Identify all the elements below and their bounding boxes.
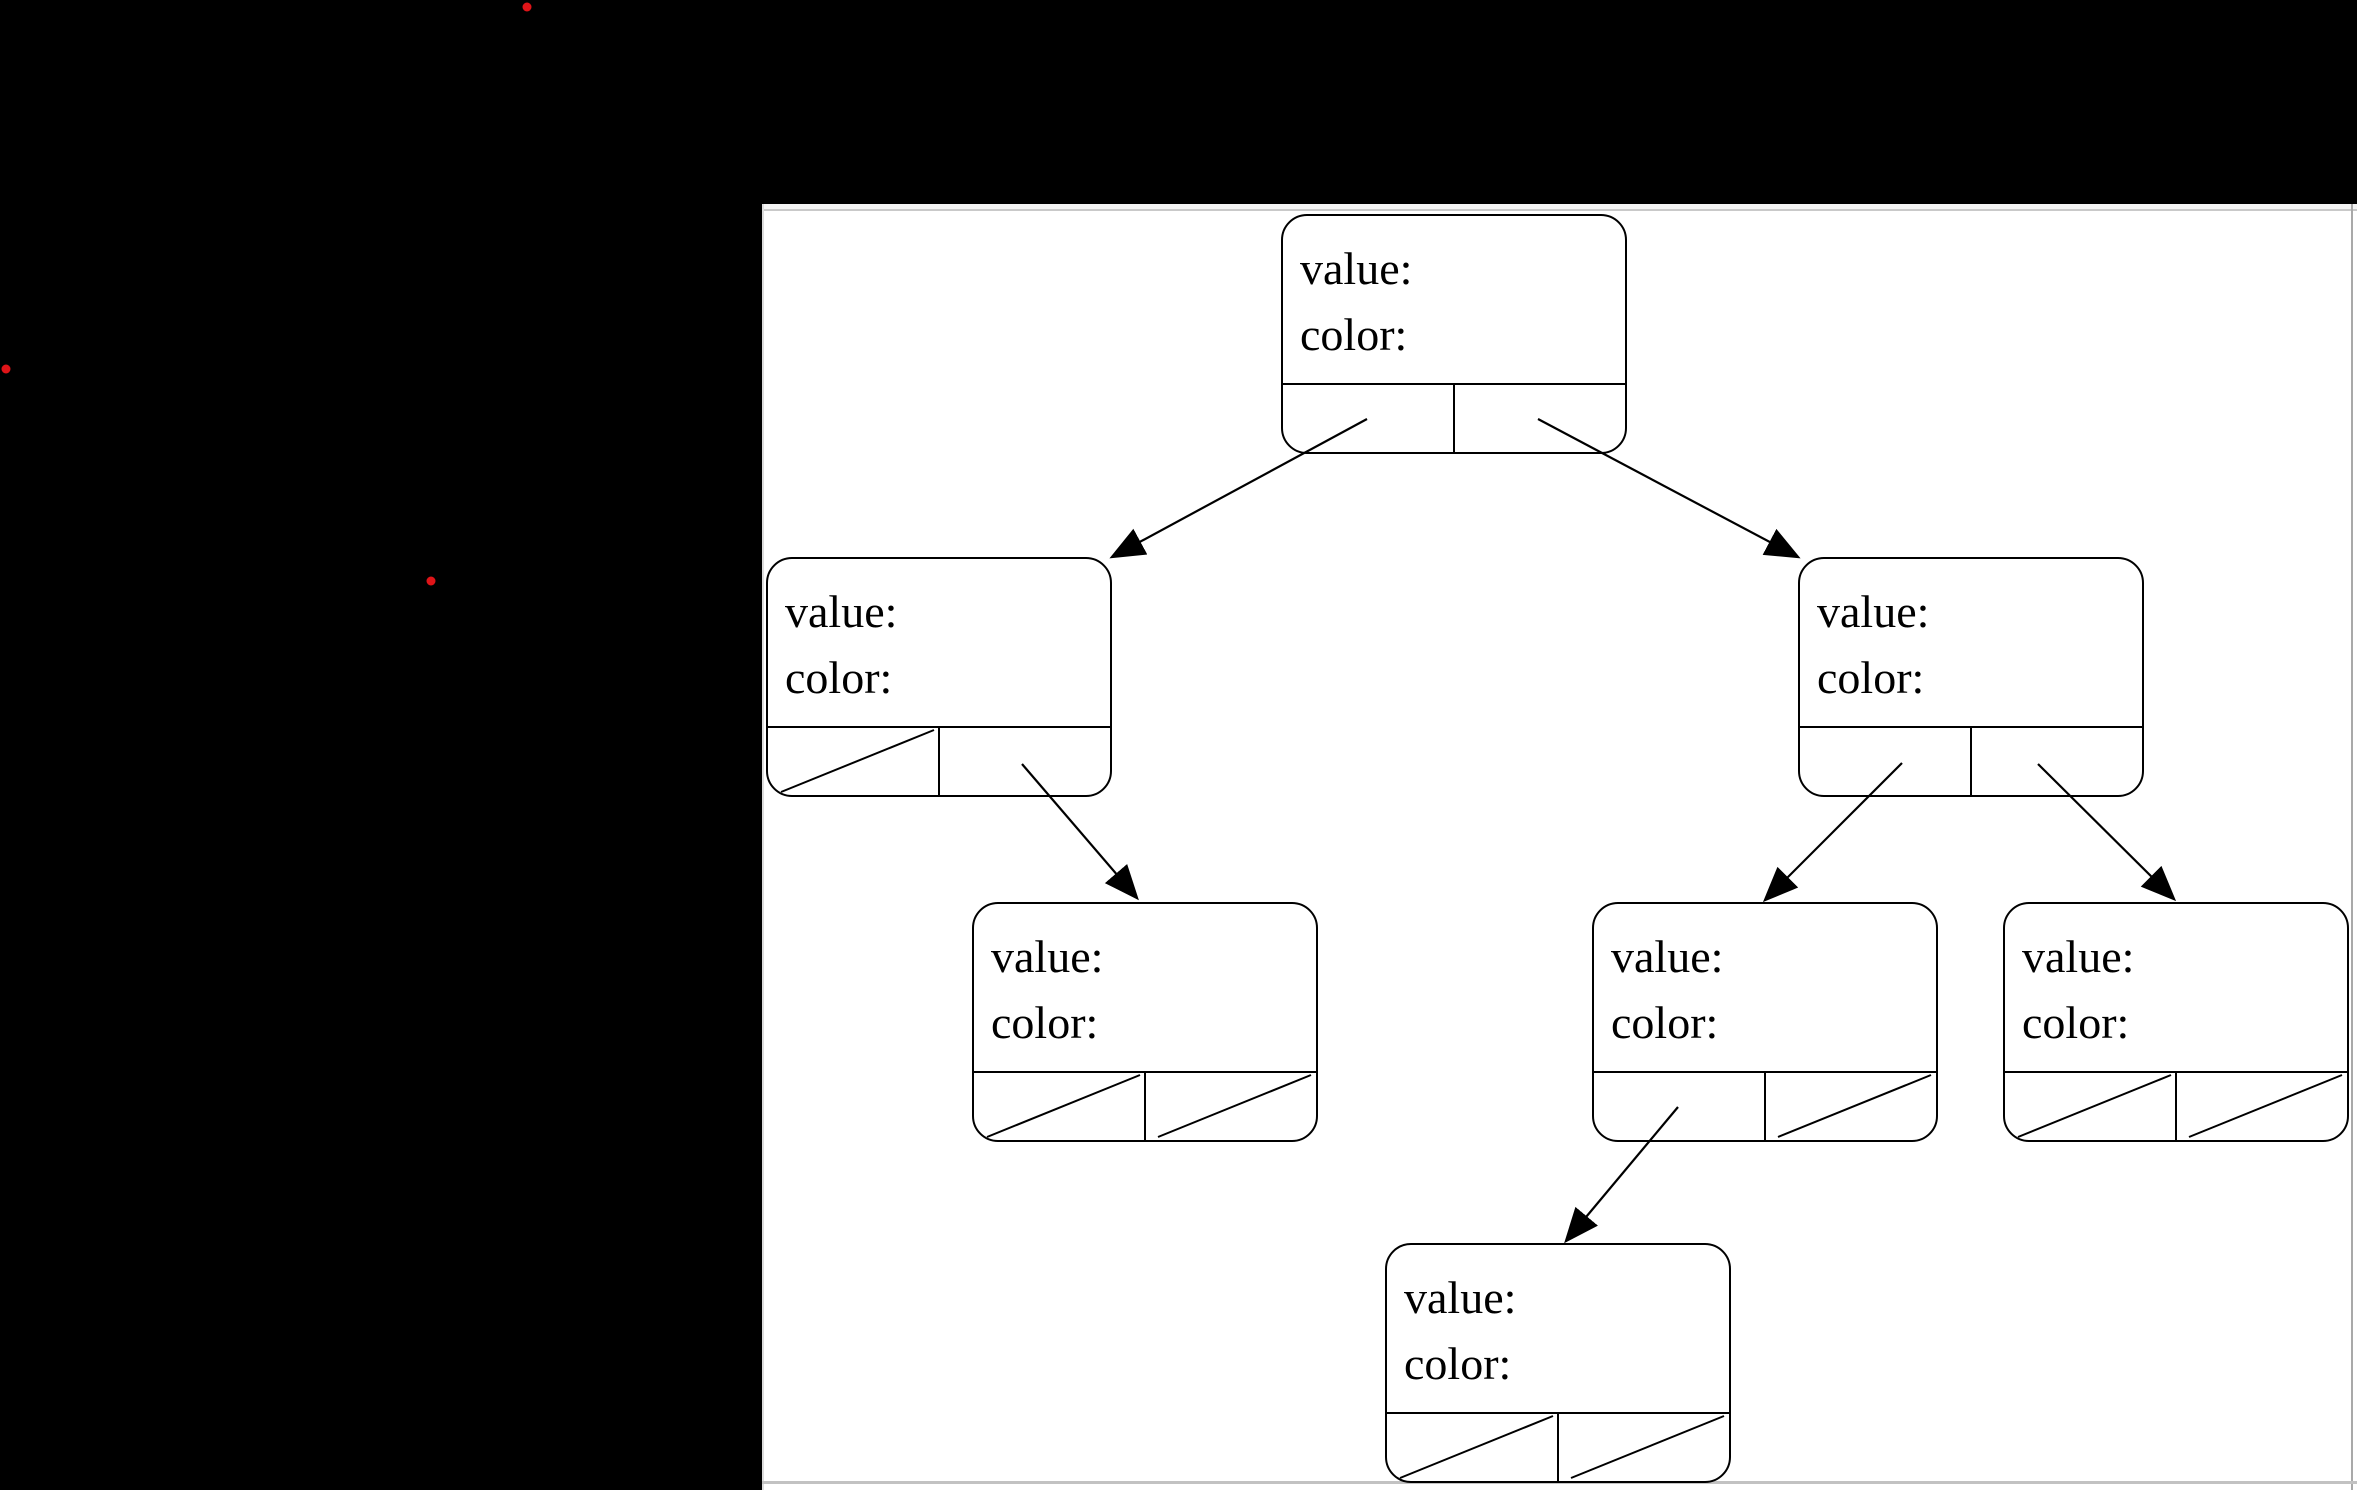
node-fields: value: color: [2005, 904, 2347, 1091]
tree-node-rr: value: color: [2003, 902, 2349, 1142]
left-pointer-cell [1387, 1414, 1559, 1481]
right-pointer-cell [1146, 1073, 1316, 1140]
left-pointer-cell [974, 1073, 1146, 1140]
color-field-label: color: [991, 997, 1099, 1048]
page-top-strip [762, 204, 2357, 209]
color-field-label: color: [1404, 1338, 1512, 1389]
tree-node-lr: value: color: [972, 902, 1318, 1142]
color-field-label: color: [2022, 997, 2130, 1048]
right-pointer-cell [1455, 385, 1625, 452]
tree-node-rl: value: color: [1592, 902, 1938, 1142]
pointer-row [2005, 1071, 2347, 1140]
node-fields: value: color: [1800, 559, 2142, 746]
right-pointer-cell [2177, 1073, 2347, 1140]
value-field-label: value: [1404, 1272, 1517, 1323]
value-field-label: value: [1300, 243, 1413, 294]
left-pointer-cell [1800, 728, 1972, 795]
tree-node-r: value: color: [1798, 557, 2144, 797]
left-pointer-cell [768, 728, 940, 795]
left-pointer-cell [1283, 385, 1455, 452]
red-dot [1, 364, 11, 374]
value-field-label: value: [991, 931, 1104, 982]
page-left-border [762, 204, 764, 1490]
color-field-label: color: [1300, 309, 1408, 360]
page-right-border [2351, 204, 2353, 1490]
right-pointer-cell [1766, 1073, 1936, 1140]
tree-node-rll: value: color: [1385, 1243, 1731, 1483]
pointer-row [1283, 383, 1625, 452]
value-field-label: value: [2022, 931, 2135, 982]
value-field-label: value: [785, 586, 898, 637]
tree-node-l: value: color: [766, 557, 1112, 797]
pointer-row [768, 726, 1110, 795]
red-dot [426, 576, 436, 586]
value-field-label: value: [1817, 586, 1930, 637]
tree-node-root: value: color: [1281, 214, 1627, 454]
page-top-border [762, 209, 2357, 211]
red-dot [522, 2, 532, 12]
node-fields: value: color: [1387, 1245, 1729, 1432]
color-field-label: color: [785, 652, 893, 703]
right-pointer-cell [1559, 1414, 1729, 1481]
color-field-label: color: [1817, 652, 1925, 703]
right-pointer-cell [1972, 728, 2142, 795]
left-pointer-cell [2005, 1073, 2177, 1140]
value-field-label: value: [1611, 931, 1724, 982]
node-fields: value: color: [974, 904, 1316, 1091]
node-fields: value: color: [1283, 216, 1625, 403]
pointer-row [1800, 726, 2142, 795]
color-field-label: color: [1611, 997, 1719, 1048]
right-pointer-cell [940, 728, 1110, 795]
node-fields: value: color: [1594, 904, 1936, 1091]
pointer-row [1594, 1071, 1936, 1140]
pointer-row [974, 1071, 1316, 1140]
left-pointer-cell [1594, 1073, 1766, 1140]
pointer-row [1387, 1412, 1729, 1481]
node-fields: value: color: [768, 559, 1110, 746]
